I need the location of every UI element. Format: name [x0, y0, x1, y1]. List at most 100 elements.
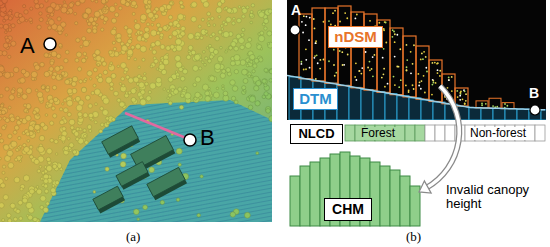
- tree-point: [223, 31, 229, 37]
- tree-point: [17, 94, 21, 98]
- tree-point: [23, 175, 29, 181]
- tree-point: [256, 152, 259, 155]
- tree-point: [216, 87, 219, 90]
- tree-point: [169, 35, 172, 38]
- canopy-point: [400, 79, 402, 81]
- tree-point: [59, 4, 62, 7]
- tree-point: [205, 30, 208, 33]
- tree-point: [252, 70, 255, 73]
- tree-point: [255, 101, 260, 106]
- canopy-point: [485, 103, 487, 105]
- tree-point: [250, 54, 255, 59]
- building: [93, 186, 125, 213]
- tree-point: [0, 104, 3, 107]
- tree-point: [193, 83, 197, 87]
- canopy-point: [367, 67, 369, 69]
- dtm-column: [337, 85, 349, 120]
- tree-point: [8, 219, 12, 222]
- ndsm-column: [476, 101, 488, 108]
- canopy-point: [385, 22, 387, 24]
- canopy-point: [422, 58, 424, 60]
- tree-point: [81, 87, 86, 92]
- tree-point: [138, 66, 141, 69]
- ndsm-column: [429, 60, 442, 101]
- tree-point: [14, 125, 19, 130]
- tree-point: [30, 21, 32, 23]
- tree-point: [159, 6, 164, 11]
- ndsm-column: [312, 8, 325, 81]
- tree-point: [62, 127, 66, 131]
- canopy-point: [481, 104, 483, 106]
- tree-point: [122, 84, 125, 87]
- tree-point: [4, 31, 7, 34]
- tree-point: [93, 84, 96, 87]
- tree-point: [126, 75, 130, 79]
- dtm-column: [517, 109, 529, 120]
- tree-point: [222, 87, 225, 90]
- tree-point: [248, 38, 252, 42]
- tree-point: [223, 95, 229, 101]
- tree-point: [60, 120, 65, 125]
- scan-line: [0, 64, 272, 114]
- canopy-point: [378, 22, 380, 24]
- tree-point: [46, 165, 52, 171]
- tree-point: [46, 86, 49, 89]
- canopy-point: [383, 68, 385, 70]
- tree-point: [82, 13, 88, 19]
- canopy-point: [431, 94, 433, 96]
- tree-point: [2, 165, 5, 168]
- scan-line: [0, 40, 272, 90]
- tree-point: [0, 203, 4, 208]
- tree-point: [52, 75, 56, 79]
- canopy-point: [313, 57, 315, 59]
- chm-bars: [290, 152, 420, 226]
- tree-point: [121, 45, 127, 51]
- canopy-point: [423, 51, 425, 53]
- tree-point: [238, 37, 244, 43]
- canopy-point: [410, 72, 412, 74]
- tree-point: [184, 87, 187, 90]
- tree-point: [114, 3, 117, 6]
- tree-point: [56, 74, 62, 80]
- tree-point: [202, 50, 205, 53]
- tree-point: [266, 108, 271, 113]
- canopy-point: [385, 42, 387, 44]
- transect-line: [125, 113, 186, 138]
- canopy-point: [333, 49, 335, 51]
- tree-point: [55, 181, 59, 185]
- tree-point: [163, 26, 168, 31]
- point-marker: [44, 38, 56, 50]
- canopy-point: [323, 21, 325, 23]
- canopy-point: [399, 48, 401, 50]
- building-roof: [93, 186, 123, 210]
- tree-point: [26, 202, 32, 208]
- canopy-point: [372, 75, 374, 77]
- dtm-column: [493, 108, 505, 120]
- tree-point: [246, 64, 249, 67]
- tree-point: [10, 117, 15, 122]
- tree-point: [249, 13, 254, 18]
- tree-point: [172, 31, 178, 37]
- tree-point: [181, 26, 186, 31]
- tree-point: [92, 111, 98, 117]
- tree-point: [188, 33, 194, 39]
- tree-point: [145, 5, 148, 8]
- tree-point: [37, 25, 41, 29]
- tree-point: [75, 22, 78, 25]
- tree-point: [35, 125, 41, 131]
- tree-point: [40, 177, 43, 180]
- tree-point: [134, 58, 137, 61]
- dtm-column: [505, 109, 517, 120]
- scan-line: [0, 140, 272, 190]
- tree-point: [42, 86, 45, 89]
- tree-point: [76, 38, 80, 42]
- canopy-point: [383, 73, 385, 75]
- tree-point: [71, 82, 76, 87]
- canopy-point: [412, 84, 414, 86]
- tree-point: [134, 23, 140, 29]
- chm-bar: [400, 176, 410, 226]
- tree-point: [218, 30, 222, 34]
- tree-point: [14, 177, 20, 183]
- tree-point: [150, 65, 153, 68]
- canopy-point: [305, 24, 307, 26]
